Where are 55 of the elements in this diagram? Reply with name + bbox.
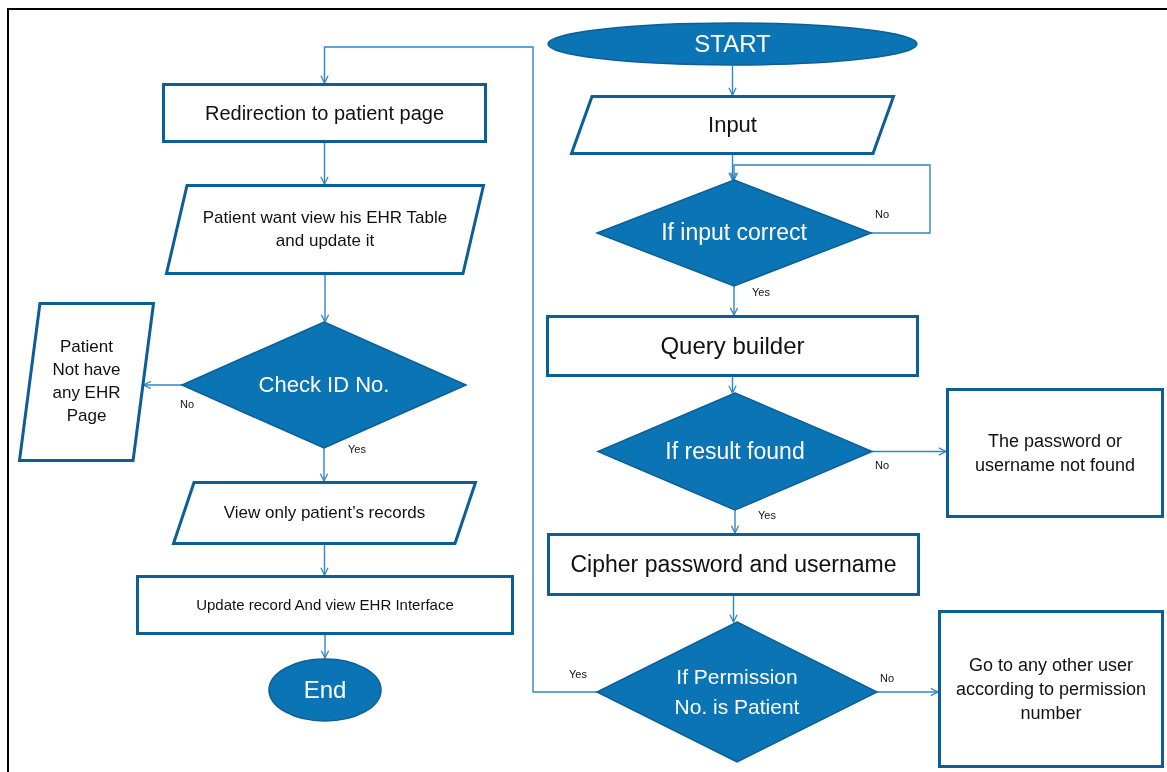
edge-label: No [179, 398, 196, 411]
input-output-parallelogram [18, 302, 155, 462]
arrow [728, 376, 737, 394]
process-box [546, 315, 919, 377]
terminator-ellipse [268, 658, 382, 722]
node-text: Go to any other user according to permission number [954, 653, 1148, 726]
node-text: If result found [665, 436, 805, 466]
process-box [136, 575, 514, 635]
input-output-parallelogram [165, 184, 485, 275]
arrow [729, 595, 738, 623]
arrow [320, 634, 330, 659]
node-text: Input [708, 111, 757, 140]
arrow [320, 274, 330, 323]
edge-label: No [874, 459, 891, 472]
node-text: View only patient’s records [223, 501, 426, 524]
node-text: If Permission No. is Patient [673, 663, 801, 720]
input-output-parallelogram [172, 481, 477, 545]
node-text: Redirection to patient page [204, 100, 445, 126]
edge-label: Yes [347, 443, 367, 456]
arrow [871, 447, 947, 456]
input-output-parallelogram [570, 95, 895, 155]
node-text: START [694, 28, 771, 59]
node-text: If input correct [661, 218, 807, 248]
arrow [320, 544, 329, 576]
node-text: Check ID No. [258, 371, 390, 400]
arrow [320, 46, 598, 693]
process-box [946, 388, 1164, 518]
node-text: Patient want view his EHR Table and update it [201, 206, 449, 252]
decision-diamond [598, 393, 872, 510]
process-box [547, 533, 920, 596]
edge-label: Yes [751, 286, 771, 299]
process-box [162, 83, 487, 143]
node-text: End [303, 674, 347, 705]
decision-diamond [597, 180, 871, 286]
process-box [938, 610, 1164, 768]
arrow [876, 687, 939, 697]
edge-label: No [874, 208, 891, 221]
edge-label: No [879, 672, 896, 685]
edge-label: Yes [757, 509, 777, 522]
arrow [728, 65, 737, 96]
arrow [319, 447, 329, 482]
arrow [730, 509, 740, 534]
edge-label: Yes [568, 668, 588, 681]
node-text: Cipher password and username [570, 549, 897, 579]
node-text: Update record And view EHR Interface [196, 594, 454, 615]
terminator-ellipse [547, 22, 918, 66]
arrow [729, 285, 739, 316]
arrow [142, 380, 183, 390]
arrow [729, 164, 931, 234]
node-text: Patient Not have any EHR Page [51, 336, 122, 427]
decision-diamond [597, 622, 877, 762]
node-text: The password or username not found [973, 429, 1137, 477]
arrow [320, 142, 329, 185]
arrow [728, 154, 737, 181]
node-text: Query builder [660, 330, 805, 361]
